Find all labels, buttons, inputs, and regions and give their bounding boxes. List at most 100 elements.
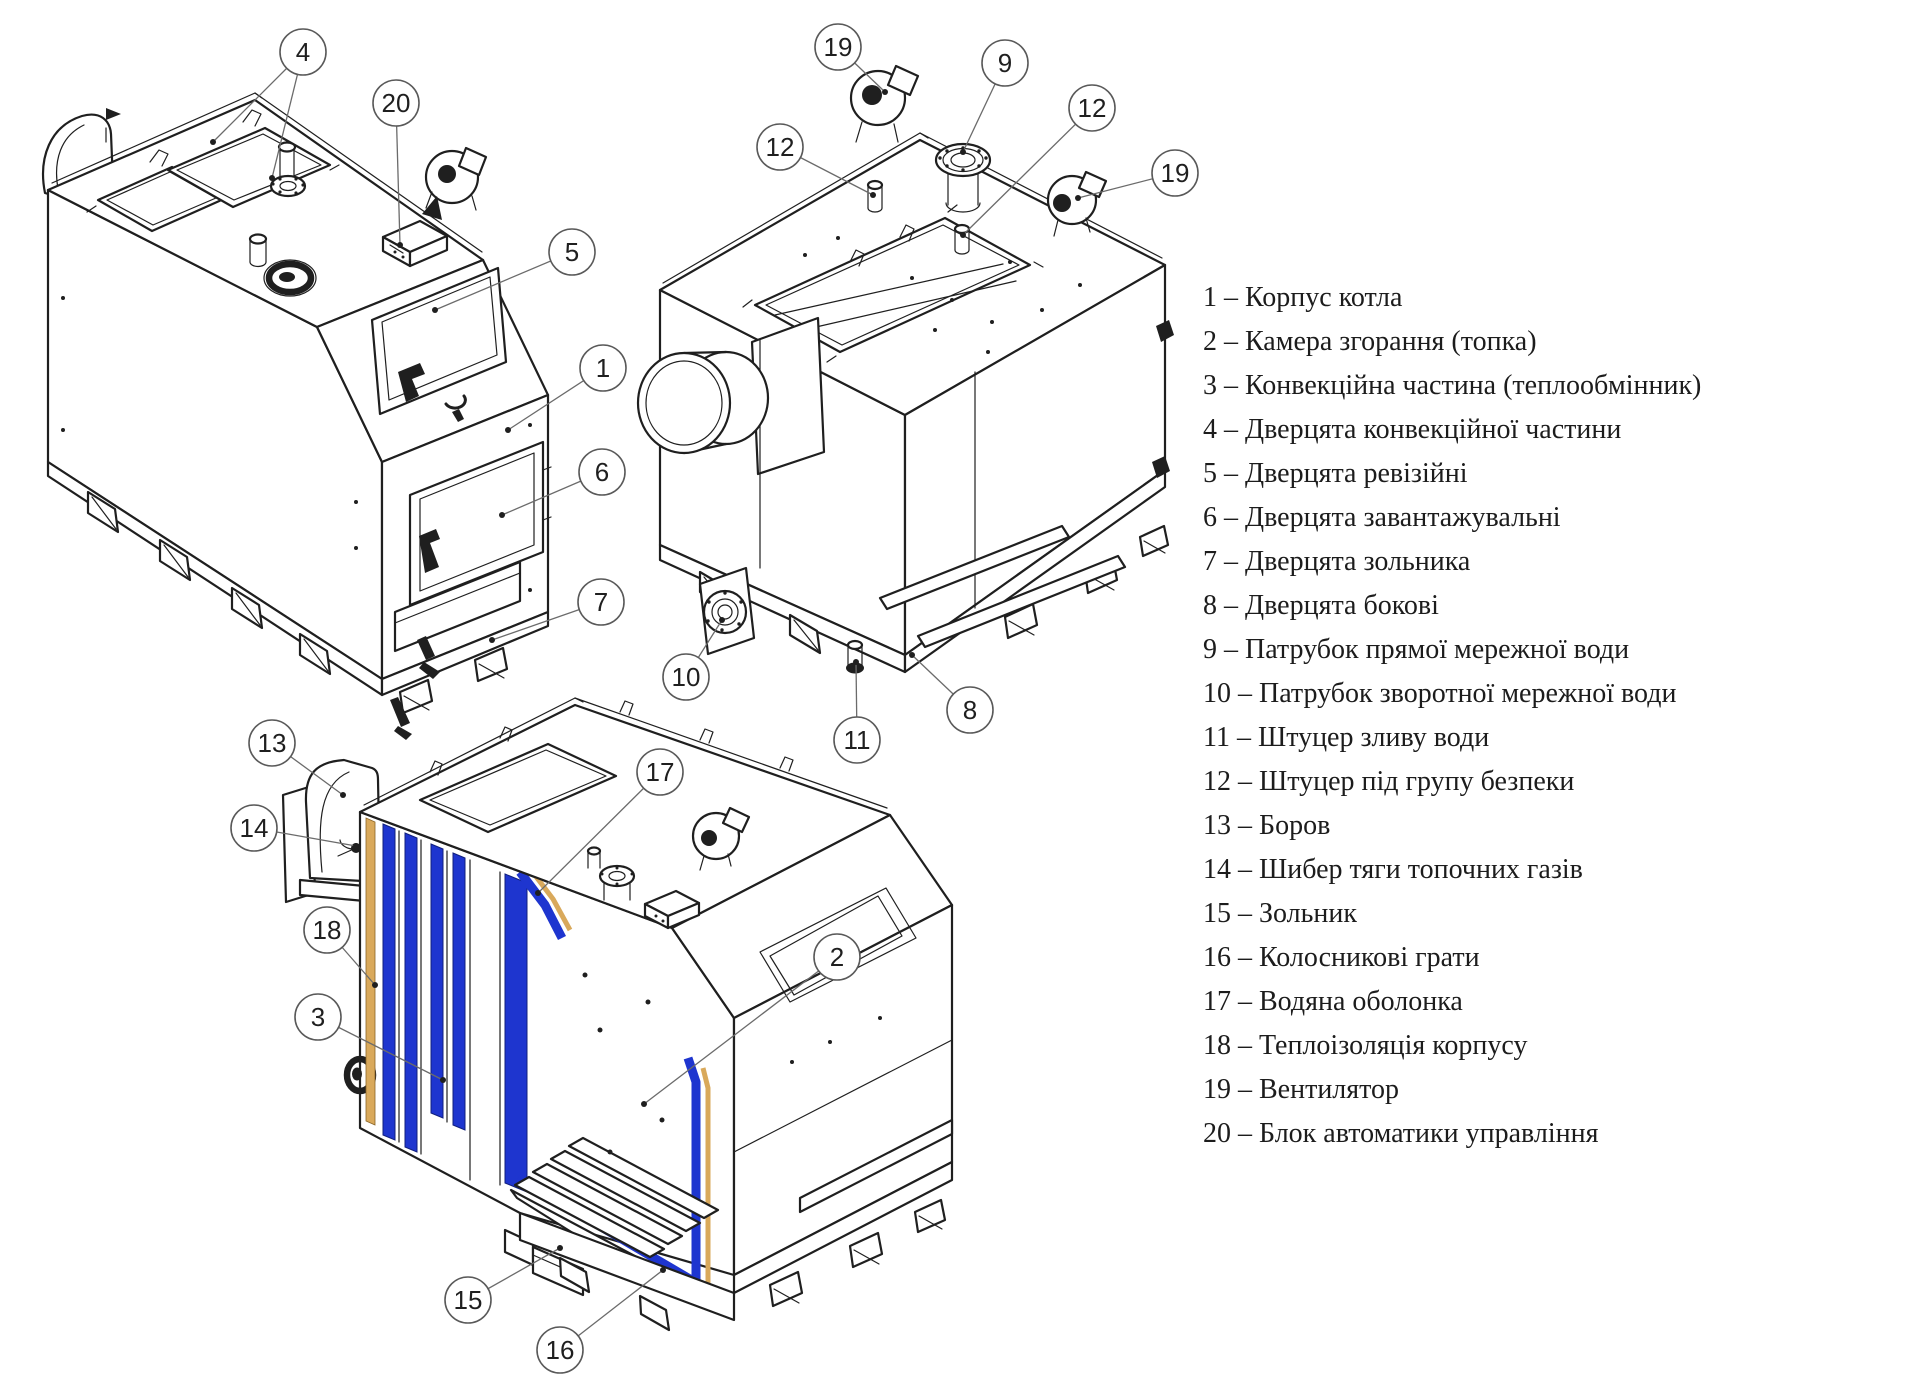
boiler-cutaway-view: [281, 697, 954, 1332]
legend-item: 20 – Блок автоматики управління: [1203, 1118, 1599, 1149]
top-flange-port: [598, 864, 636, 901]
svg-text:19: 19: [824, 32, 853, 62]
drain-fitting: [846, 639, 864, 674]
legend-item: 17 – Водяна оболонка: [1203, 986, 1463, 1017]
fan-housing: [422, 146, 488, 220]
interior-dots: [582, 972, 665, 1155]
bolt-dots: [803, 236, 1082, 354]
callout-balloon-9: 9: [960, 39, 1029, 155]
legend-item: 16 – Колосникові грати: [1203, 942, 1480, 973]
automation-control-unit: [643, 889, 701, 930]
top-hatch-cover: [742, 204, 1044, 363]
boiler-front-right-view: [41, 92, 552, 740]
callout-balloon-18: 18: [303, 906, 378, 988]
callout-balloon-2: 2: [641, 933, 861, 1107]
legend-item: 9 – Патрубок прямої мережної води: [1203, 634, 1630, 665]
safety-group-stub-right: [953, 223, 971, 255]
boiler-rear-left-view: [636, 64, 1174, 674]
door-frame-outline: [759, 887, 917, 1003]
revision-door: [370, 266, 508, 422]
legend-item: 8 – Дверцята бокові: [1203, 590, 1439, 621]
callout-balloon-13: 13: [248, 719, 346, 798]
svg-text:19: 19: [1161, 158, 1190, 188]
svg-text:15: 15: [454, 1285, 483, 1315]
bolt-dots: [61, 296, 532, 592]
callout-balloon-5: 5: [432, 228, 596, 313]
grate-bars: [509, 1136, 720, 1272]
svg-text:9: 9: [998, 48, 1012, 78]
insulation-layer: [365, 817, 376, 1126]
callout-balloon-8: 8: [909, 652, 994, 734]
side-door-area: [878, 320, 1174, 649]
legend-item: 12 – Штуцер під групу безпеки: [1203, 766, 1575, 797]
top-flange-port: [269, 141, 307, 198]
svg-text:8: 8: [963, 695, 977, 725]
svg-text:11: 11: [844, 725, 871, 755]
svg-text:17: 17: [646, 757, 675, 787]
svg-text:13: 13: [258, 728, 287, 758]
svg-text:3: 3: [311, 1002, 325, 1032]
callout-balloon-14: 14: [230, 804, 359, 852]
flue-duct-borov: [281, 758, 388, 905]
smoke-outlet-cylinder: [636, 316, 826, 569]
svg-text:1: 1: [596, 353, 610, 383]
callout-balloon-20: 20: [372, 79, 420, 248]
svg-text:4: 4: [296, 37, 310, 67]
fan-housing-left: [849, 64, 920, 143]
callout-balloon-6: 6: [499, 448, 626, 518]
legend-list: 1 – Корпус котла 2 – Камера згорання (топ…: [1203, 276, 1701, 1156]
top-stub: [586, 846, 602, 869]
callout-balloon-19: 19: [1075, 149, 1199, 201]
loading-door: [408, 440, 552, 607]
flow-water-flange: [934, 142, 992, 213]
water-jacket-plates: [382, 823, 528, 1193]
svg-text:6: 6: [595, 457, 609, 487]
legend-item: 15 – Зольник: [1203, 898, 1357, 929]
svg-text:12: 12: [1078, 93, 1107, 123]
front-face-details: [733, 1016, 954, 1214]
callout-balloon-12: 12: [756, 123, 876, 198]
legend-item: 6 – Дверцята завантажувальні: [1203, 502, 1561, 533]
fan-housing: [691, 806, 751, 871]
callout-balloon-10: 10: [662, 617, 725, 701]
svg-text:16: 16: [546, 1335, 575, 1365]
legend-item: 1 – Корпус котла: [1203, 282, 1403, 313]
top-hatch-cover: [418, 742, 618, 834]
svg-text:18: 18: [313, 915, 342, 945]
base-feet: [46, 460, 550, 740]
safety-group-stub-left: [866, 179, 884, 213]
legend-item: 19 – Вентилятор: [1203, 1074, 1400, 1105]
ash-door-panel: [393, 560, 522, 679]
svg-text:2: 2: [830, 942, 844, 972]
legend-item: 18 – Теплоізоляція корпусу: [1203, 1030, 1528, 1061]
svg-text:12: 12: [766, 132, 795, 162]
callout-balloon-16: 16: [536, 1267, 666, 1374]
svg-text:20: 20: [382, 88, 411, 118]
top-stub: [248, 233, 268, 268]
smoke-port-ring: [263, 259, 317, 297]
legend-item: 4 – Дверцята конвекційної частини: [1203, 414, 1622, 445]
vent-pin: [106, 108, 121, 128]
svg-text:10: 10: [672, 662, 701, 692]
callout-balloon-12: 12: [960, 84, 1116, 238]
legend-item: 2 – Камера згорання (топка): [1203, 326, 1537, 357]
legend-item: 5 – Дверцята ревізійні: [1203, 458, 1468, 489]
callout-balloon-1: 1: [505, 344, 627, 433]
callout-balloon-15: 15: [444, 1245, 563, 1324]
callout-balloon-11: 11: [833, 659, 881, 764]
legend-item: 13 – Боров: [1203, 810, 1331, 841]
svg-text:5: 5: [565, 237, 579, 267]
legend-item: 3 – Конвекційна частина (теплообмінник): [1203, 370, 1702, 401]
callout-balloon-17: 17: [535, 748, 684, 896]
fan-housing-right: [1046, 170, 1108, 237]
callout-balloon-19: 19: [814, 23, 888, 95]
svg-text:7: 7: [594, 587, 608, 617]
callout-balloon-3: 3: [294, 993, 446, 1083]
legend-item: 14 – Шибер тяги топочних газів: [1203, 854, 1583, 885]
legend-item: 10 – Патрубок зворотної мережної води: [1203, 678, 1677, 709]
rim-brackets: [429, 700, 794, 776]
svg-text:14: 14: [240, 813, 269, 843]
